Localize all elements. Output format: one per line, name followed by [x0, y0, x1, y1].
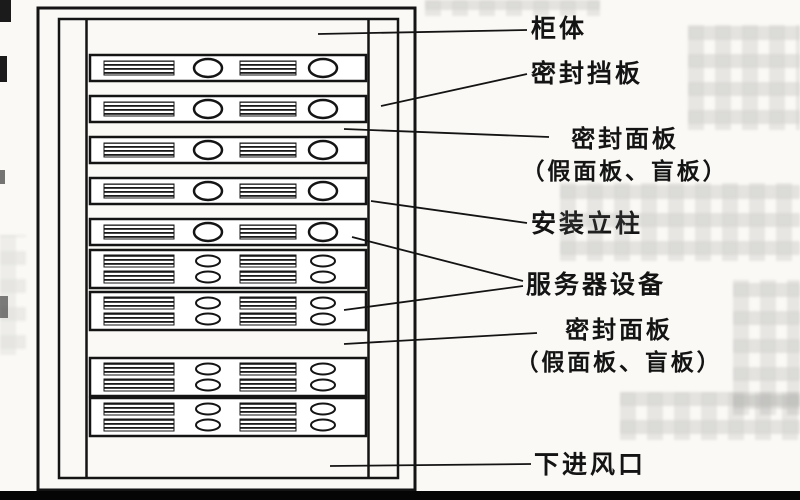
bleed-artifact — [560, 183, 800, 261]
server-unit-2u — [88, 248, 368, 290]
callout-bottom-air-inlet: 下进风口 — [534, 452, 647, 479]
scan-edge-mark — [0, 170, 5, 184]
scan-edge-mark — [0, 296, 8, 318]
leader-sealing-panel-bottom — [343, 332, 538, 345]
leader-lines — [317, 29, 550, 467]
server-unit-1u — [88, 53, 368, 83]
leader-bottom-air-inlet — [329, 463, 532, 467]
bleed-artifact — [0, 235, 26, 355]
callout-sealing-panel-bottom-line1: 密封面板 — [565, 318, 673, 344]
callout-sealing-panel-top-line2: （假面板、盲板） — [521, 158, 729, 184]
leader-mounting-post — [370, 200, 528, 224]
server-unit-1u — [88, 217, 368, 247]
server-unit-2u — [88, 356, 368, 398]
server-unit-2u — [88, 290, 368, 332]
server-unit-1u — [88, 176, 368, 206]
callout-sealing-baffle: 密封挡板 — [531, 61, 644, 88]
server-unit-1u — [88, 94, 368, 124]
bleed-artifact — [688, 25, 800, 130]
callout-sealing-panel-top: 密封面板 （假面板、盲板） — [500, 126, 750, 185]
server-unit-1u — [88, 135, 368, 165]
scan-edge-mark — [0, 0, 11, 22]
callout-server-equipment: 服务器设备 — [526, 272, 667, 299]
bleed-artifact — [733, 280, 800, 415]
leader-server-equipment-a — [351, 236, 524, 282]
scan-edge-mark — [0, 56, 7, 82]
scan-bottom-bar — [0, 491, 800, 500]
leader-cabinet — [317, 29, 528, 35]
callout-sealing-panel-bottom-line2: （假面板、盲板） — [515, 349, 723, 375]
callout-sealing-panel-bottom: 密封面板 （假面板、盲板） — [494, 317, 744, 376]
leader-sealing-panel-top — [343, 128, 550, 138]
callout-mounting-post: 安装立柱 — [531, 211, 644, 238]
leader-sealing-baffle — [380, 73, 528, 107]
leader-server-equipment-b — [343, 285, 524, 311]
callout-sealing-panel-top-line1: 密封面板 — [571, 127, 679, 153]
bleed-artifact — [425, 0, 600, 16]
server-unit-2u — [88, 396, 368, 438]
callout-cabinet: 柜体 — [531, 16, 588, 43]
bleed-artifact — [620, 392, 800, 440]
cabinet-outer-frame — [36, 6, 417, 492]
